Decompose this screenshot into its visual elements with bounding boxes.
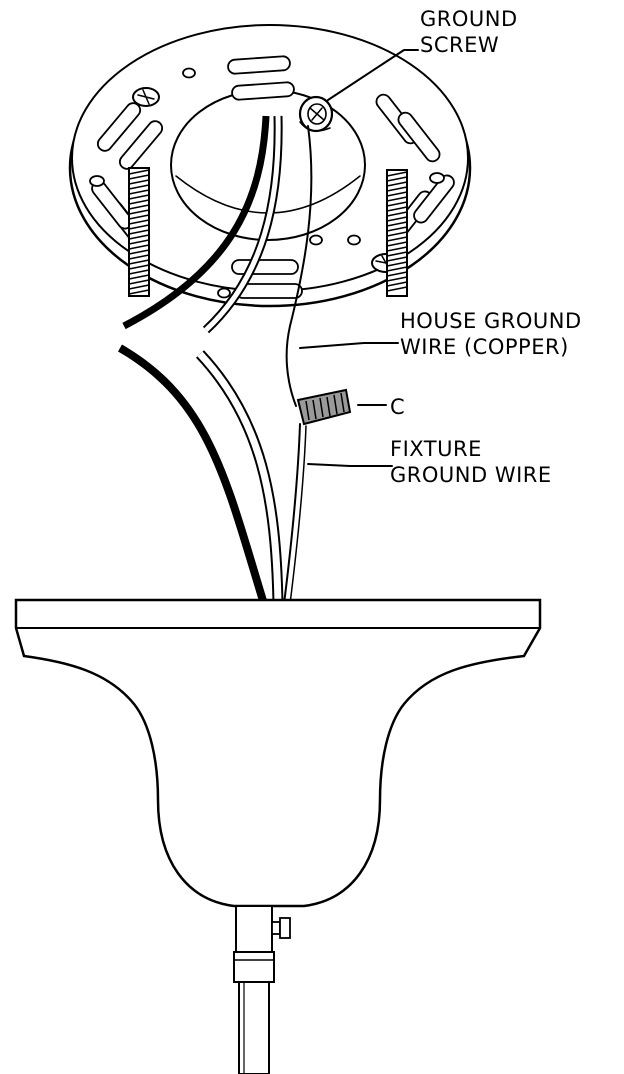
fixture-ground-label-line1: FIXTURE bbox=[390, 437, 482, 461]
house-neutral-wire bbox=[202, 115, 283, 334]
callout-lines bbox=[299, 49, 419, 467]
fixture-ground-wire-label: FIXTURE GROUND WIRE bbox=[390, 437, 552, 487]
house-ground-label-line2: WIRE (COPPER) bbox=[400, 335, 569, 359]
house-ground-wire bbox=[285, 125, 313, 407]
plate-screw-left bbox=[132, 87, 160, 107]
fixture-ground-wire bbox=[283, 423, 307, 605]
threaded-stud-right bbox=[386, 169, 408, 297]
fixture-neutral-wire bbox=[195, 350, 284, 605]
wire-connector bbox=[296, 388, 352, 426]
fixture-hot-wire bbox=[117, 344, 268, 606]
ground-screw-label-line1: GROUND bbox=[420, 7, 518, 31]
ground-screw bbox=[298, 95, 334, 133]
fixture-stem bbox=[233, 905, 291, 1074]
house-hot-wire bbox=[122, 115, 270, 330]
fixture-canopy bbox=[14, 598, 542, 908]
fixture-ground-label-line2: GROUND WIRE bbox=[390, 463, 552, 487]
house-ground-wire-label: HOUSE GROUND WIRE (COPPER) bbox=[400, 309, 582, 359]
ground-screw-label-line2: SCREW bbox=[420, 33, 499, 57]
threaded-stud-left bbox=[128, 167, 150, 297]
connector-label: C bbox=[390, 395, 405, 419]
house-ground-label-line1: HOUSE GROUND bbox=[400, 309, 582, 333]
mounting-plate bbox=[68, 24, 472, 308]
ground-screw-label: GROUND SCREW bbox=[420, 7, 518, 57]
plate-slots bbox=[91, 55, 455, 299]
